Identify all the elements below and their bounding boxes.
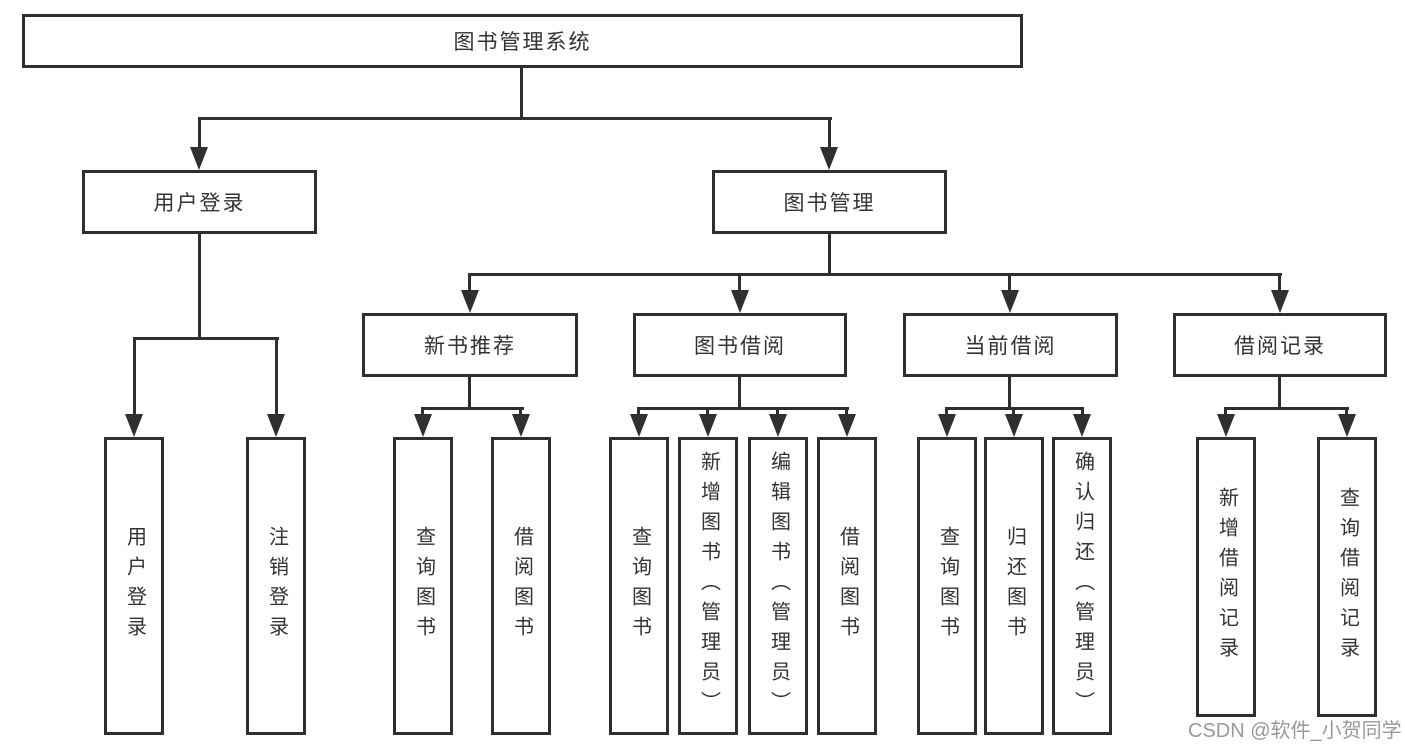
node-user-login-label: 用户登录: [153, 192, 246, 215]
node-book-management-label: 图书管理: [783, 192, 876, 215]
connector-drop-leaf: [1081, 407, 1084, 419]
leaf-return-books: 归还图书: [984, 437, 1044, 735]
leaf-edit-book-admin-label: 编辑图书（管理员）: [767, 451, 790, 721]
connector-drop-book-management: [828, 117, 831, 152]
connector-drop-leaf: [845, 407, 848, 419]
connector-drop-user-login: [198, 117, 201, 152]
node-book-management: 图书管理: [712, 170, 947, 234]
arrow-down-icon: [461, 290, 479, 313]
leaf-query-books-borrowing: 查询图书: [609, 437, 669, 735]
connector-drop-leaf: [275, 337, 278, 417]
node-library-system: 图书管理系统: [22, 14, 1023, 68]
arrow-down-icon: [414, 414, 432, 437]
connector-root-trunk: [520, 68, 523, 118]
node-new-book-recommend: 新书推荐: [362, 313, 578, 377]
node-current-borrowing-label: 当前借阅: [964, 335, 1057, 358]
leaf-add-book-admin: 新增图书（管理员）: [678, 437, 738, 735]
connector-book-management-trunk: [828, 234, 831, 276]
arrow-down-icon: [1073, 414, 1091, 437]
leaf-borrow-books-label: 借阅图书: [836, 526, 859, 646]
arrow-down-icon: [1271, 290, 1289, 313]
arrow-down-icon: [731, 290, 749, 313]
connector-drop-leaf: [637, 407, 640, 419]
leaf-query-borrow-record-label: 查询借阅记录: [1336, 487, 1359, 667]
leaf-borrow-books: 借阅图书: [817, 437, 877, 735]
leaf-return-books-label: 归还图书: [1003, 526, 1026, 646]
connector-borrowing-split: [637, 407, 849, 410]
connector-drop-leaf: [776, 407, 779, 419]
node-borrow-records-label: 借阅记录: [1234, 335, 1326, 358]
connector-user-login-trunk: [198, 234, 201, 338]
node-library-system-label: 图书管理系统: [453, 31, 592, 54]
csdn-watermark: CSDN @软件_小贺同学: [1188, 720, 1402, 742]
leaf-edit-book-admin: 编辑图书（管理员）: [748, 437, 808, 735]
arrow-down-icon: [699, 414, 717, 437]
connector-drop-leaf: [1345, 407, 1348, 419]
connector-drop-level3: [1008, 273, 1011, 293]
arrow-down-icon: [838, 414, 856, 437]
connector-book-management-split: [468, 273, 1282, 276]
connector-current-trunk: [1008, 377, 1011, 410]
connector-records-split: [1224, 407, 1349, 410]
connector-drop-leaf: [1224, 407, 1227, 419]
arrow-down-icon: [1217, 414, 1235, 437]
connector-root-split: [198, 117, 832, 120]
leaf-borrow-books-recommend-label: 借阅图书: [510, 526, 533, 646]
arrow-down-icon: [190, 147, 208, 170]
connector-drop-leaf: [945, 407, 948, 419]
arrow-down-icon: [1001, 290, 1019, 313]
leaf-add-borrow-record-label: 新增借阅记录: [1215, 487, 1238, 667]
leaf-query-books-current: 查询图书: [917, 437, 977, 735]
connector-drop-leaf: [133, 337, 136, 417]
connector-drop-leaf: [1012, 407, 1015, 419]
leaf-query-borrow-record: 查询借阅记录: [1317, 437, 1377, 717]
leaf-query-books-borrowing-label: 查询图书: [628, 526, 651, 646]
node-current-borrowing: 当前借阅: [903, 313, 1118, 377]
connector-recommend-split: [421, 407, 524, 410]
node-new-book-recommend-label: 新书推荐: [424, 335, 516, 358]
leaf-add-book-admin-label: 新增图书（管理员）: [697, 451, 720, 721]
leaf-confirm-return-admin: 确认归还（管理员）: [1052, 437, 1112, 735]
leaf-query-books-recommend-label: 查询图书: [412, 526, 435, 646]
leaf-logout: 注销登录: [246, 437, 306, 735]
leaf-user-login: 用户登录: [104, 437, 164, 735]
arrow-down-icon: [820, 147, 838, 170]
leaf-query-books-recommend: 查询图书: [393, 437, 453, 735]
connector-drop-level3: [468, 273, 471, 293]
leaf-borrow-books-recommend: 借阅图书: [491, 437, 551, 735]
leaf-user-login-label: 用户登录: [123, 526, 146, 646]
connector-records-trunk: [1278, 377, 1281, 410]
leaf-add-borrow-record: 新增借阅记录: [1196, 437, 1256, 717]
leaf-confirm-return-admin-label: 确认归还（管理员）: [1071, 451, 1094, 721]
arrow-down-icon: [267, 414, 285, 437]
arrow-down-icon: [938, 414, 956, 437]
connector-drop-level3: [1278, 273, 1281, 293]
leaf-logout-label: 注销登录: [265, 526, 288, 646]
arrow-down-icon: [512, 414, 530, 437]
arrow-down-icon: [769, 414, 787, 437]
node-user-login: 用户登录: [82, 170, 317, 234]
node-book-borrowing-label: 图书借阅: [694, 335, 786, 358]
arrow-down-icon: [1338, 414, 1356, 437]
connector-drop-leaf: [706, 407, 709, 419]
connector-user-login-split: [133, 337, 279, 340]
connector-drop-leaf: [519, 407, 522, 419]
connector-drop-level3: [738, 273, 741, 293]
arrow-down-icon: [125, 414, 143, 437]
arrow-down-icon: [630, 414, 648, 437]
connector-drop-leaf: [421, 407, 424, 419]
connector-recommend-trunk: [468, 377, 471, 410]
node-book-borrowing: 图书借阅: [633, 313, 847, 377]
arrow-down-icon: [1005, 414, 1023, 437]
connector-borrowing-trunk: [738, 377, 741, 410]
node-borrow-records: 借阅记录: [1173, 313, 1387, 377]
leaf-query-books-current-label: 查询图书: [936, 526, 959, 646]
